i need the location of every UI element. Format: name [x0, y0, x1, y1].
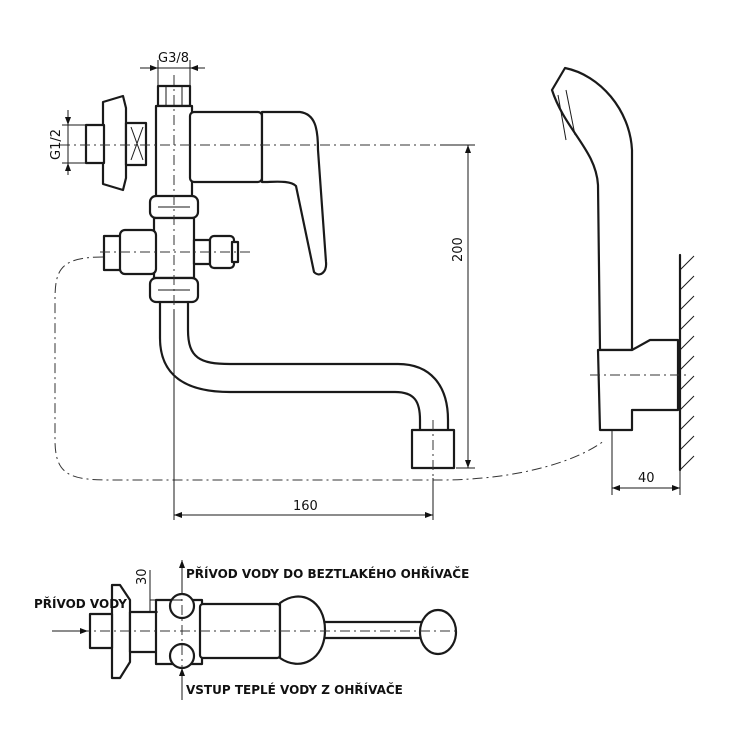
wall-hatch: [678, 253, 695, 472]
callout-privod-do-ohrivace: PŘÍVOD VODY DO BEZTLAKÉHO OHŘÍVAČE: [186, 566, 469, 581]
center-lines: [60, 75, 440, 478]
dim-160: 160: [173, 310, 434, 520]
label-200: 200: [451, 237, 466, 262]
dim-200: 200: [440, 144, 475, 469]
dim-40: 40: [611, 430, 681, 495]
top-view: [60, 583, 460, 680]
valve-body-front: [148, 84, 264, 304]
callout-privod-vody: PŘÍVOD VODY: [34, 596, 127, 611]
label-g38: G3/8: [158, 51, 189, 66]
flow-arrows: [52, 560, 185, 700]
label-160: 160: [293, 499, 318, 514]
dim-g38: G3/8: [140, 51, 205, 86]
label-40: 40: [638, 471, 655, 486]
lever-handle: [260, 110, 328, 276]
dim-30: 30: [135, 568, 182, 613]
spout-pipe: [158, 300, 456, 470]
dim-g12: G1/2: [49, 110, 86, 175]
hose-path-line: [54, 256, 606, 481]
label-g12: G1/2: [49, 129, 64, 160]
callout-vstup-teple-vody: VSTUP TEPLÉ VODY Z OHŘÍVAČE: [186, 682, 403, 697]
label-30: 30: [135, 568, 150, 585]
hand-shower-side: [550, 66, 690, 432]
wall-flange: [84, 94, 148, 192]
